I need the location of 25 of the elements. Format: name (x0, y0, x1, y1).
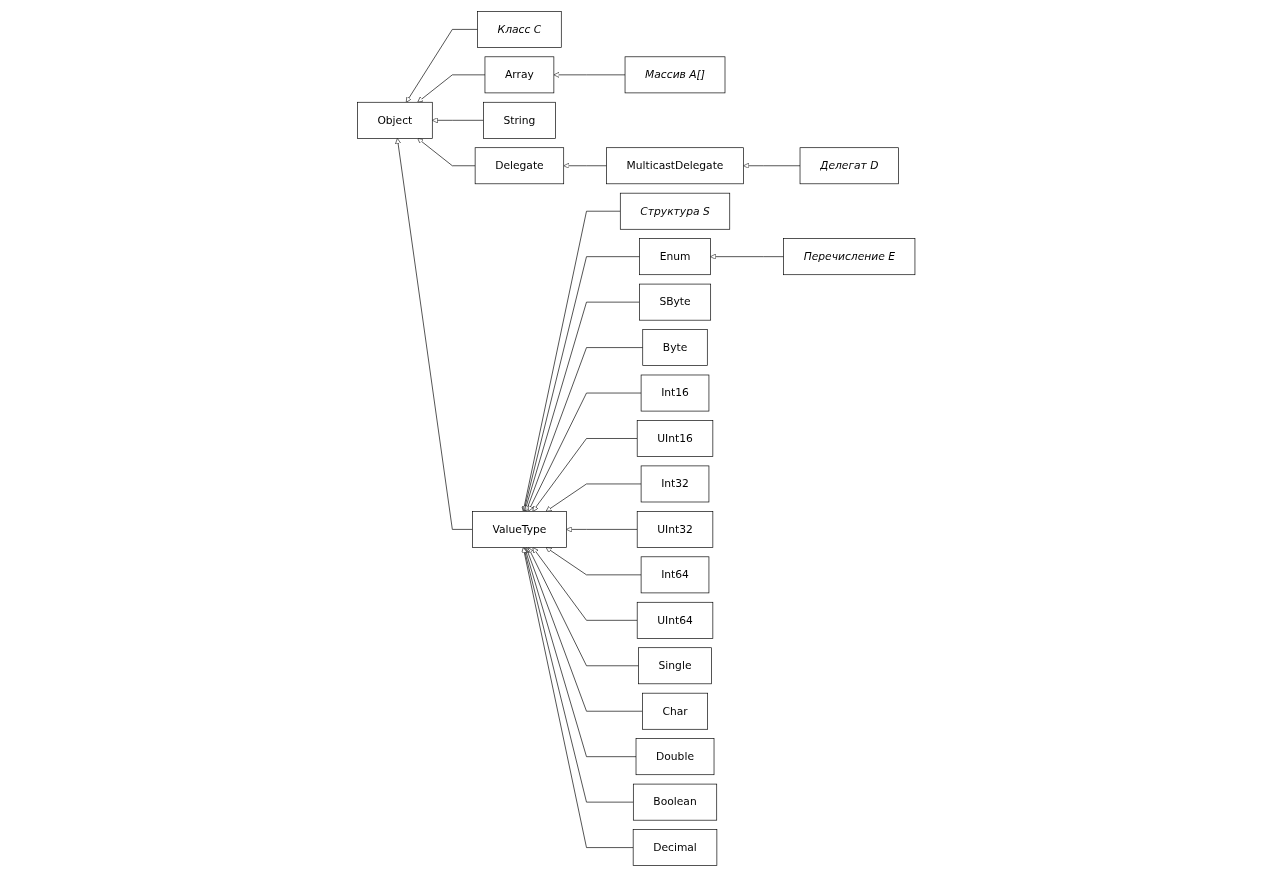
node-box: Перечисление E (783, 238, 916, 276)
node-box: UInt64 (636, 601, 714, 639)
node-box: Делегат D (799, 147, 899, 185)
node-box: Object (356, 101, 433, 139)
node-box: Enum (639, 238, 711, 276)
node-box: SByte (638, 283, 711, 321)
node-box: Массив A[] (624, 56, 726, 94)
node-box: UInt16 (636, 420, 714, 457)
node-box: Boolean (632, 783, 717, 821)
node-box: Класс C (477, 11, 562, 48)
node-box: Int64 (640, 556, 710, 594)
node-box: Char (641, 692, 708, 730)
node-box: Int32 (640, 465, 710, 503)
node-box: UInt32 (636, 511, 714, 548)
node-box: String (482, 101, 556, 139)
node-box: MulticastDelegate (606, 147, 744, 185)
node-box: Double (635, 738, 715, 776)
node-box: Array (484, 56, 555, 94)
node-box: Int16 (640, 374, 710, 412)
node-box: Byte (642, 329, 708, 366)
node-box: Decimal (632, 829, 718, 866)
node-box: Delegate (474, 147, 564, 185)
node-box: Single (638, 647, 712, 685)
node-box: ValueType (471, 511, 567, 548)
node-box: Структура S (619, 192, 730, 230)
